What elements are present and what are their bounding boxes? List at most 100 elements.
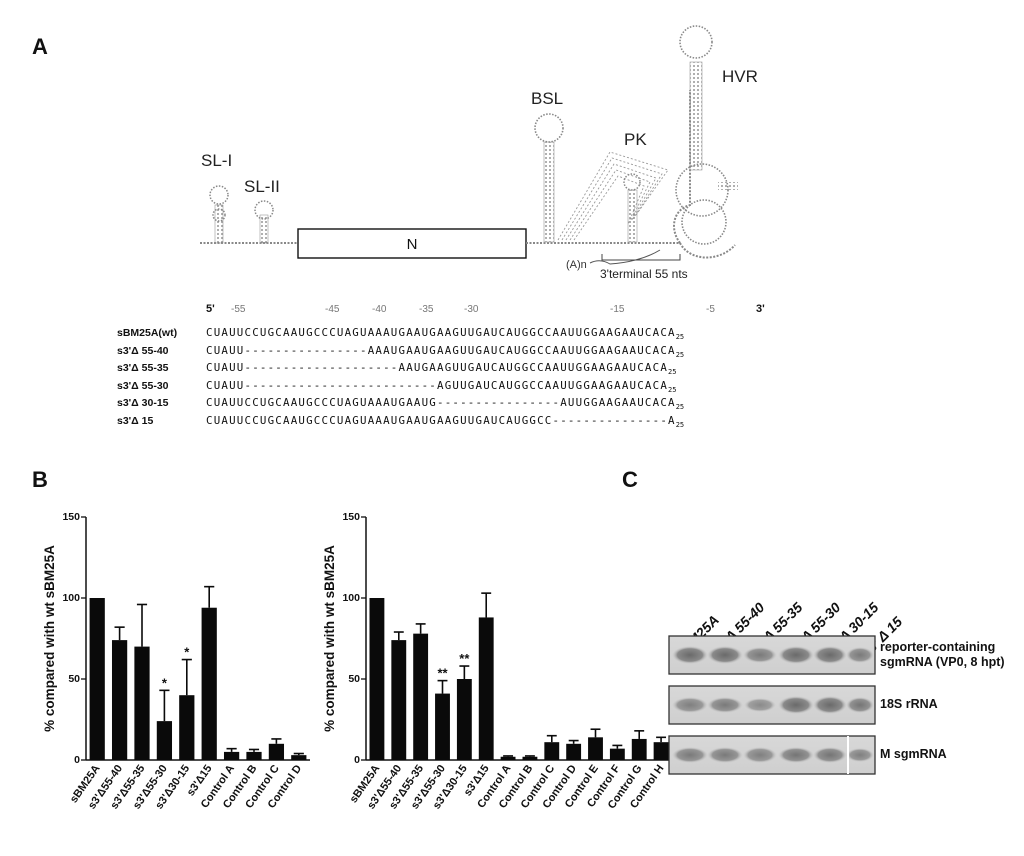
alignment-row-name: s3'Δ 15 (117, 414, 154, 427)
position-45: -45 (325, 304, 340, 315)
alignment-row-sequence: CUAUUCCUGCAAUGCCCUAGUAAAUGAAUGAAGUUGAUCA… (206, 413, 685, 429)
bar (478, 617, 494, 760)
poly-a-count: 25 (675, 420, 685, 429)
sl2-label: SL-II (244, 177, 280, 196)
bar (369, 598, 385, 760)
bar (111, 640, 128, 760)
bar (566, 743, 582, 760)
gel-row-label-1: reporter-containing sgmRNA (VP0, 8 hpt) (880, 640, 1024, 670)
alignment-row: s3'Δ 55-40 CUAUU----------------AAAUGAAUG… (117, 344, 797, 361)
gel-row-label-1-line2: sgmRNA (VP0, 8 hpt) (880, 655, 1005, 669)
y-tick-label: 150 (62, 511, 80, 523)
poly-a-count: 25 (668, 368, 677, 377)
gel-strip-2 (668, 685, 876, 725)
bar (246, 751, 262, 760)
significance-marker: ** (437, 666, 448, 681)
y-tick-label: 50 (68, 673, 80, 685)
position-15: -15 (610, 304, 625, 315)
alignment-row-sequence: CUAUU-------------------------AGUUGAUCAU… (206, 378, 677, 394)
bar (156, 721, 173, 760)
gel-strip-1 (668, 635, 876, 675)
panel-label-c: C (622, 467, 638, 492)
pk-hairpin (623, 173, 641, 243)
alignment-row: s3'Δ 55-30 CUAUU-------------------------… (117, 379, 797, 396)
bar (223, 751, 240, 760)
bar (134, 646, 150, 760)
alignment-row-name: s3'Δ 55-35 (117, 362, 169, 374)
y-tick-label: 150 (342, 511, 360, 523)
position-5: -5 (706, 304, 715, 315)
bar (609, 748, 625, 760)
bar (413, 633, 429, 760)
alignment-row-name: s3'Δ 55-40 (117, 344, 169, 357)
bsl-label: BSL (531, 89, 563, 108)
y-tick-label: 100 (62, 592, 80, 604)
gel-row-label-3: M sgmRNA (880, 747, 947, 761)
gel-row-label-1-line1: reporter-containing (880, 640, 996, 654)
y-axis-label: % compared with wt sBM25A (42, 545, 57, 732)
y-tick-label: 0 (354, 754, 360, 766)
n-gene-label: N (407, 236, 418, 253)
alignment-row: s3'Δ 15 CUAUUCCUGCAAUGCCCUAGUAAAUGAAUGAAG… (117, 414, 797, 431)
alignment-row: sBM25A(wt) CUAUUCCUGCAAUGCCCUAGUAAAUGAAUG… (117, 326, 797, 343)
gel-row-label-2: 18S rRNA (880, 697, 938, 711)
hvr-label: HVR (722, 67, 758, 86)
alignment-row: s3'Δ 55-35 CUAUU--------------------AAUGA… (117, 361, 797, 378)
pseudoknot-interactions (557, 151, 669, 241)
poly-a-count: 25 (675, 333, 685, 342)
significance-marker: * (162, 675, 168, 690)
significance-marker: ** (459, 651, 470, 666)
y-axis-label: % compared with wt sBM25A (322, 545, 337, 732)
alignment-row-name: sBM25A(wt) (117, 327, 178, 339)
alignment-row: s3'Δ 30-15 CUAUUCCUGCAAUGCCCUAGUAAAUGAAUG… (117, 396, 797, 413)
n-gene-box (297, 228, 527, 259)
bar (435, 693, 450, 760)
alignment-row-sequence: CUAUUCCUGCAAUGCCCUAGUAAAUGAAUG----------… (206, 396, 685, 412)
bar (522, 756, 538, 760)
position-40: -40 (372, 304, 387, 315)
position-55: -55 (231, 304, 246, 315)
bar (89, 598, 105, 760)
poly-a-count: 25 (668, 385, 677, 394)
sl1-stem-loop (209, 185, 229, 244)
sl2-stem-loop (254, 200, 274, 244)
five-prime-end: 5' (206, 303, 215, 315)
bsl-stem-loop (534, 113, 564, 243)
significance-marker: * (184, 645, 190, 660)
bar (201, 607, 217, 760)
poly-a-count: 25 (675, 403, 685, 412)
bar (268, 743, 285, 760)
bar (588, 737, 603, 760)
alignment-row-sequence: CUAUU--------------------AAUGAAGUUGAUCAU… (206, 361, 677, 377)
y-tick-label: 100 (342, 592, 360, 604)
alignment-row-sequence: CUAUUCCUGCAAUGCCCUAGUAAAUGAAUGAAGUUGAUCA… (206, 326, 685, 342)
bar (391, 640, 407, 760)
bar (291, 755, 307, 760)
alignment-row-sequence: CUAUU----------------AAAUGAAUGAAGUUGAUCA… (206, 343, 685, 359)
gel-blot-images (668, 635, 876, 775)
poly-a-count: 25 (675, 350, 685, 359)
terminal-55nts-label: 3'terminal 55 nts (600, 267, 688, 281)
rna-structure-diagram: N (A)n 3'terminal 55 nts SL-I SL-II BSL … (200, 25, 758, 281)
position-30: -30 (464, 304, 479, 315)
sequence-alignment: 5' 3' -55 -45 -40 -35 -30 -15 -5 sBM25A(… (117, 303, 797, 431)
panel-label-b: B (32, 467, 48, 492)
y-tick-label: 50 (348, 673, 360, 685)
bar (631, 738, 647, 760)
three-prime-end: 3' (756, 303, 765, 315)
bar (653, 742, 669, 760)
bar (544, 742, 560, 760)
hvr-structure (673, 25, 738, 259)
pk-label: PK (624, 130, 647, 149)
alignment-row-name: s3'Δ 55-30 (117, 379, 169, 392)
position-35: -35 (419, 304, 434, 315)
bar (500, 756, 516, 760)
gel-strip-3 (668, 735, 876, 775)
sl1-label: SL-I (201, 151, 232, 170)
poly-a-tail: (A)n (566, 259, 587, 271)
alignment-row-name: s3'Δ 30-15 (117, 397, 169, 409)
y-tick-label: 0 (74, 754, 80, 766)
panel-label-a: A (32, 34, 48, 59)
